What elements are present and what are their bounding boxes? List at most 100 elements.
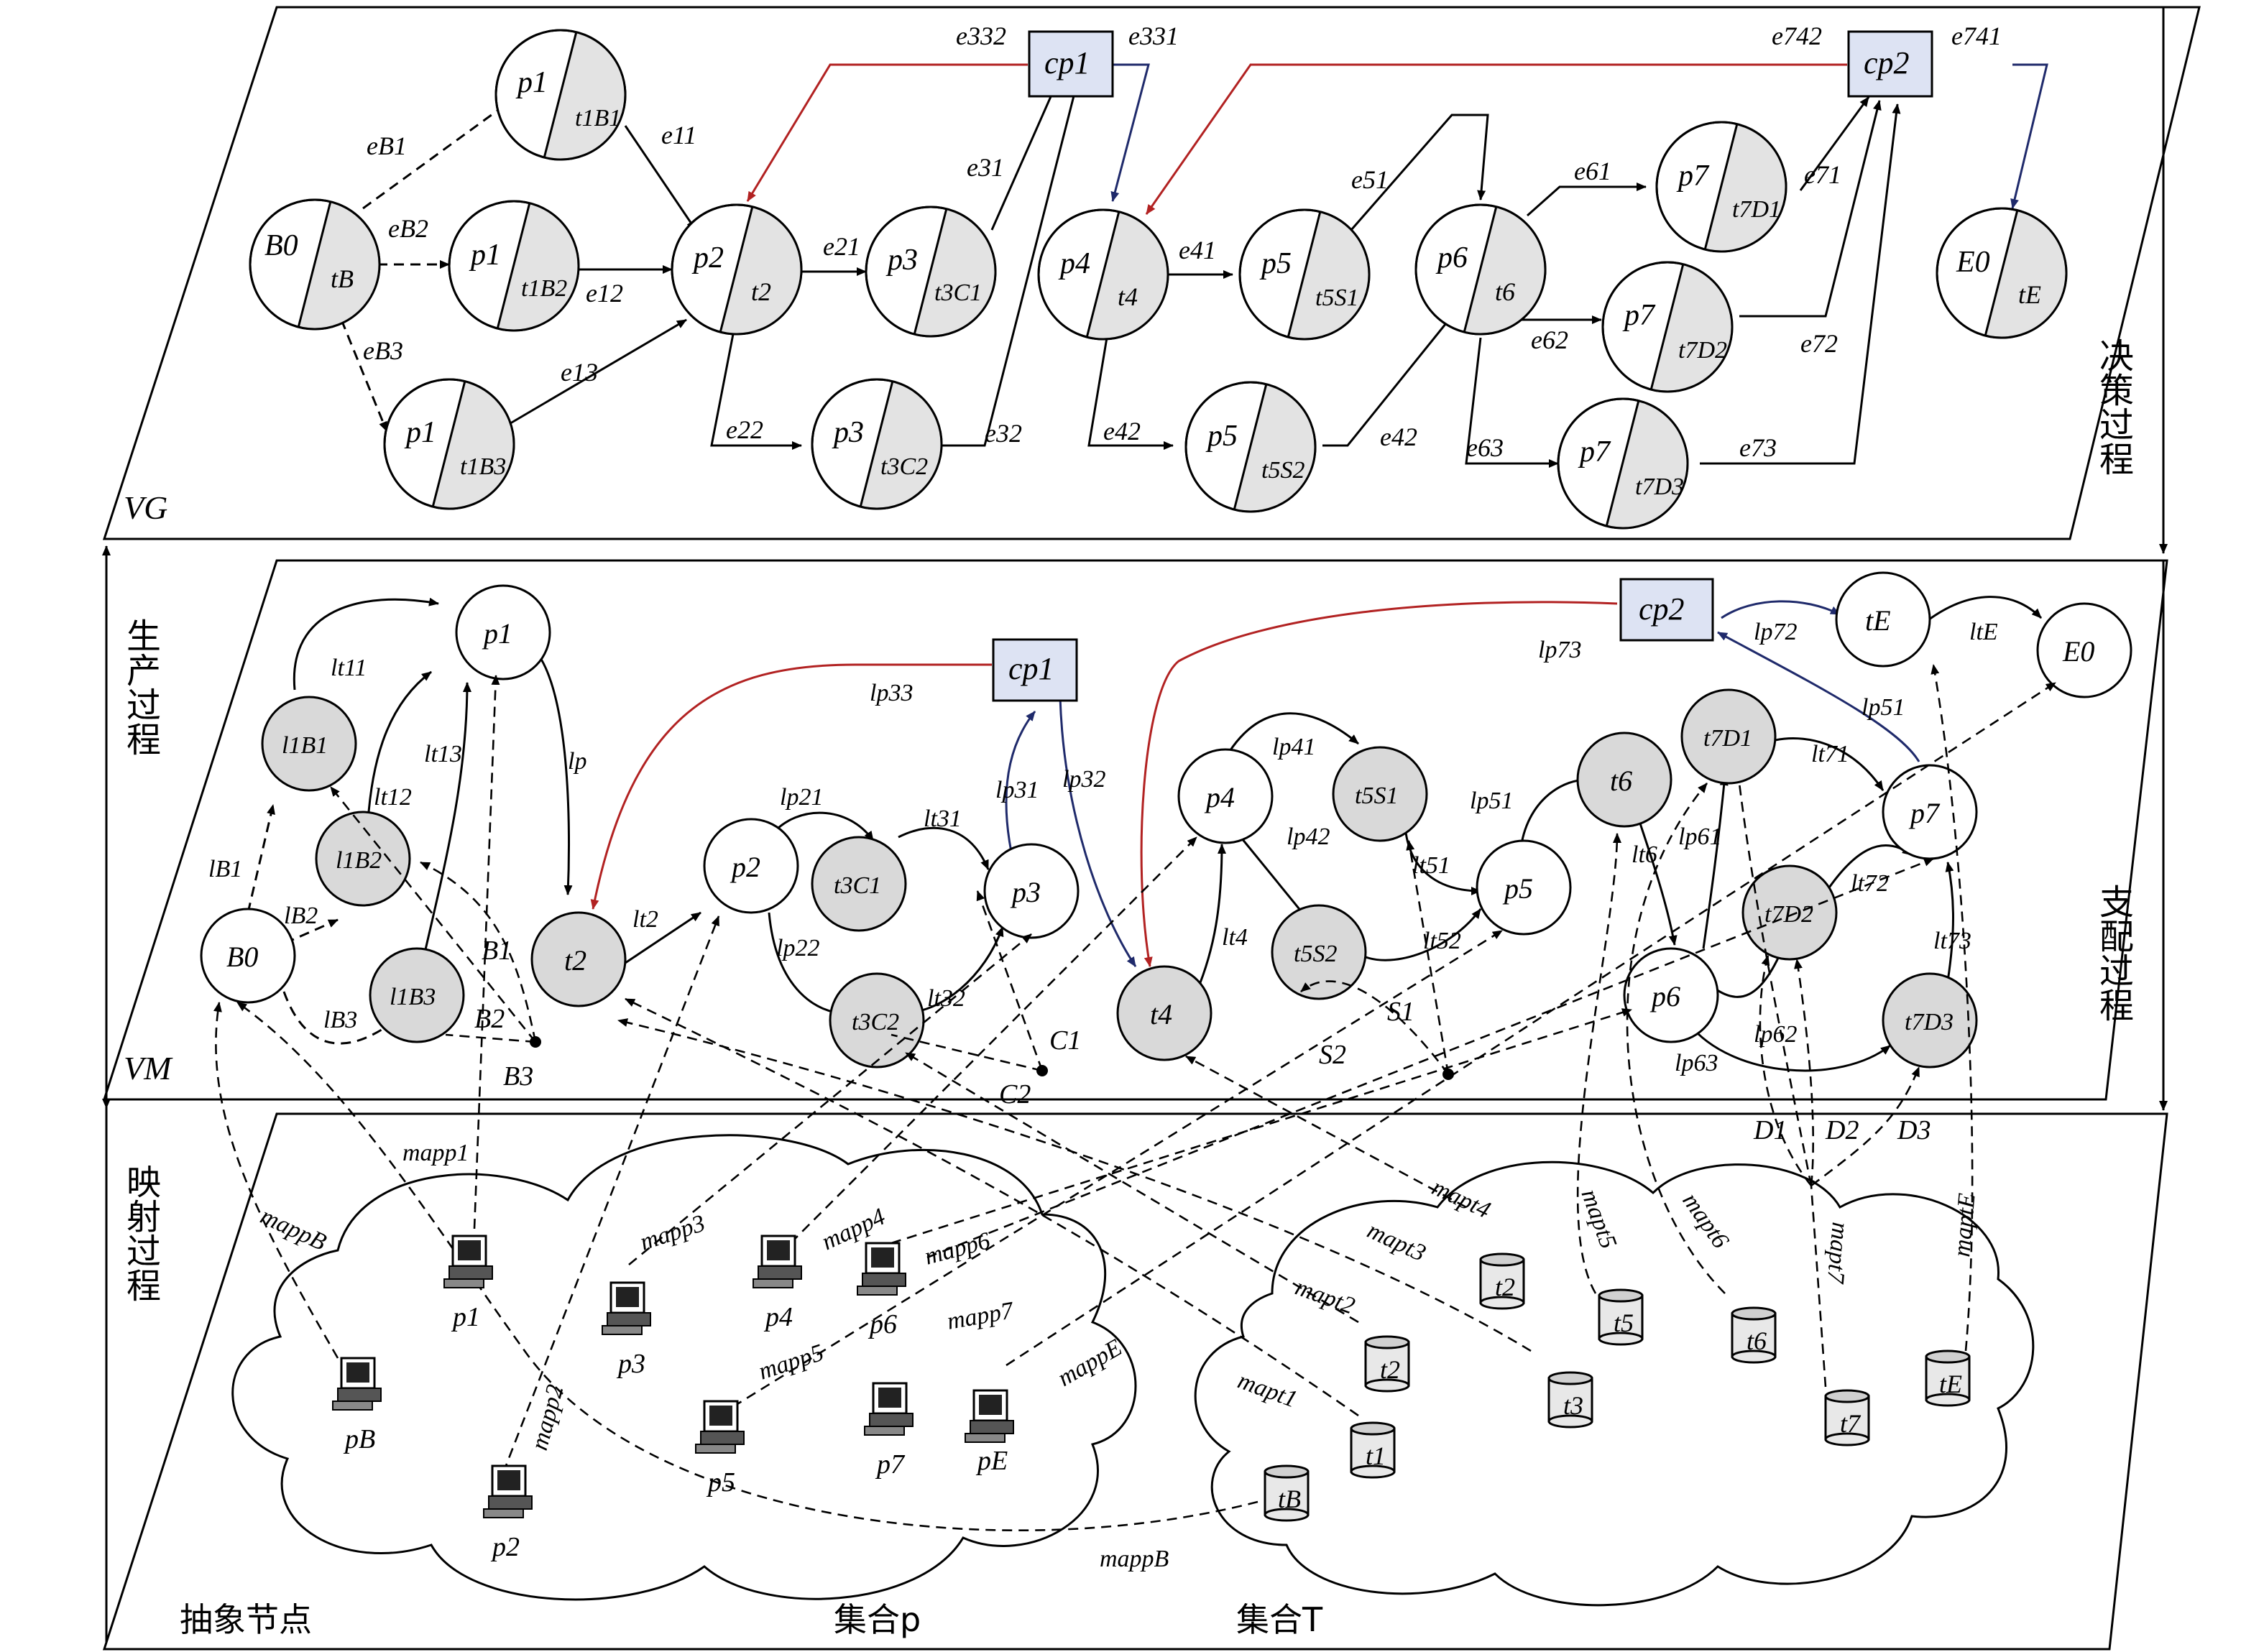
svg-text:lp33: lp33 [870,680,913,706]
vm-node-p6: p6 [1623,947,1719,1043]
svg-text:B0: B0 [264,229,298,262]
vg-edge-labels: eB1 eB2 eB3 e11 e12 e13 e21 e22 e31 e32 … [363,22,2002,462]
svg-text:p2: p2 [730,851,760,883]
mapping-lines [213,664,2056,1532]
svg-text:e22: e22 [726,415,763,444]
vm-node-p1: p1 [455,584,551,680]
svg-text:t2: t2 [564,944,586,977]
svg-text:mappB: mappB [257,1203,331,1256]
vm-node-E0: E0 [2036,602,2132,698]
svg-text:t4: t4 [1150,998,1172,1030]
vm-join-labels: B1 B2 B3 C1 C2 S1 S2 D1 D2 D3 [474,936,1931,1191]
svg-text:e51: e51 [1351,165,1389,194]
svg-text:lt12: lt12 [374,784,412,811]
svg-text:e71: e71 [1804,160,1841,189]
svg-text:p6: p6 [868,1309,897,1339]
svg-text:maptE: maptE [1948,1192,1981,1258]
svg-text:D1: D1 [1753,1115,1787,1145]
svg-text:t7: t7 [1840,1409,1862,1438]
svg-text:p4: p4 [763,1302,793,1332]
vg-node-p1-b3: p1 t1B3 [383,378,515,510]
domination-process-label: 支配过程 [2093,884,2133,1022]
vm-node-p2: p2 [703,818,799,914]
svg-text:lp73: lp73 [1538,637,1581,663]
computer-p7-icon: p7 [864,1382,914,1480]
production-process-label: 生产过程 [120,618,160,756]
vm-cp1: cp1 [992,638,1078,702]
vg-boxes: cp1 cp2 [1028,30,1933,98]
vm-node-p4: p4 [1177,748,1274,844]
set-t-label: 集合T [1236,1600,1323,1639]
vm-node-t4: t4 [1116,965,1212,1061]
svg-text:lp42: lp42 [1287,823,1330,850]
svg-text:B3: B3 [503,1061,533,1092]
svg-text:cp1: cp1 [1008,651,1054,686]
computer-p5-icon: p5 [695,1400,745,1498]
svg-text:e11: e11 [661,121,696,149]
vm-node-p7: p7 [1882,764,1978,860]
svg-text:tE: tE [2018,280,2041,309]
svg-text:lp22: lp22 [776,935,819,961]
vm-node-t7D3: t7D3 [1882,972,1978,1069]
computer-p1-icon: p1 [443,1235,493,1332]
vm-node-t2: t2 [530,911,627,1007]
vg-node-p7-d1: p7 t7D1 [1655,121,1787,253]
vg-node-p4: p4 t4 [1037,208,1169,341]
vg-node-p5-s2: p5 t5S2 [1184,381,1317,513]
svg-text:p5: p5 [1259,247,1292,280]
svg-text:p7: p7 [875,1449,906,1480]
svg-text:e741: e741 [1951,22,2002,50]
svg-text:B1: B1 [482,936,512,966]
vg-cp2: cp2 [1847,30,1933,98]
svg-text:C1: C1 [1049,1025,1081,1056]
svg-text:e332: e332 [956,22,1006,50]
computer-p4-icon: p4 [753,1235,802,1332]
svg-text:lp51: lp51 [1862,694,1905,721]
svg-text:t1B3: t1B3 [460,453,506,480]
svg-text:lt52: lt52 [1423,928,1461,954]
svg-text:p5: p5 [706,1467,735,1498]
svg-text:tE: tE [1865,604,1891,637]
vm-node-B0: B0 [200,908,296,1004]
svg-text:B0: B0 [226,941,258,973]
database-tE-icon: tE [1925,1349,1971,1407]
vg-node-p1-b2: p1 t1B2 [448,200,580,332]
vm-node-l1B2: l1B2 [315,811,411,907]
svg-text:l1B1: l1B1 [282,732,328,759]
vm-node-t3C1: t3C1 [811,836,907,932]
mapping-process-label: 映射过程 [120,1164,160,1302]
svg-text:lt2: lt2 [632,906,658,933]
vm-node-l1B1: l1B1 [261,696,357,792]
svg-text:t5: t5 [1614,1309,1634,1337]
vg-nodes: B0 tB p1 t1B1 p1 t1B2 p1 t1B3 [249,29,2068,530]
svg-text:t5S1: t5S1 [1355,783,1398,809]
vm-node-t6: t6 [1576,732,1672,828]
svg-text:eB2: eB2 [388,214,428,243]
svg-text:lt32: lt32 [927,985,965,1012]
svg-text:e31: e31 [967,153,1004,182]
svg-text:t1: t1 [1366,1441,1386,1470]
svg-text:p6: p6 [1435,241,1468,274]
vm-node-p3: p3 [983,843,1080,939]
svg-text:lB2: lB2 [284,903,318,929]
mapping-plane [102,1112,2168,1651]
svg-text:tE: tE [1939,1370,1962,1398]
computer-p6-icon: p6 [857,1242,906,1339]
svg-text:t7D3: t7D3 [1635,474,1684,500]
vm-node-t5S1: t5S1 [1332,746,1428,842]
vg-node-p3-c1: p3 t3C1 [865,206,997,338]
svg-text:lt11: lt11 [331,655,367,681]
computer-p3-icon: p3 [602,1281,651,1379]
svg-text:l1B2: l1B2 [336,847,382,874]
svg-text:lB1: lB1 [208,856,242,882]
svg-text:p6: p6 [1649,980,1680,1012]
abstract-node-label: 抽象节点 [180,1600,312,1639]
svg-text:tB: tB [331,264,354,293]
svg-text:e742: e742 [1772,22,1822,50]
vg-node-p7-d3: p7 t7D3 [1557,397,1689,530]
vg-node-E0: E0 tE [1936,207,2068,339]
svg-text:lt13: lt13 [424,741,462,767]
svg-text:eB3: eB3 [363,336,403,365]
vm-node-t3C2: t3C2 [829,972,925,1069]
svg-text:p4: p4 [1204,781,1235,813]
